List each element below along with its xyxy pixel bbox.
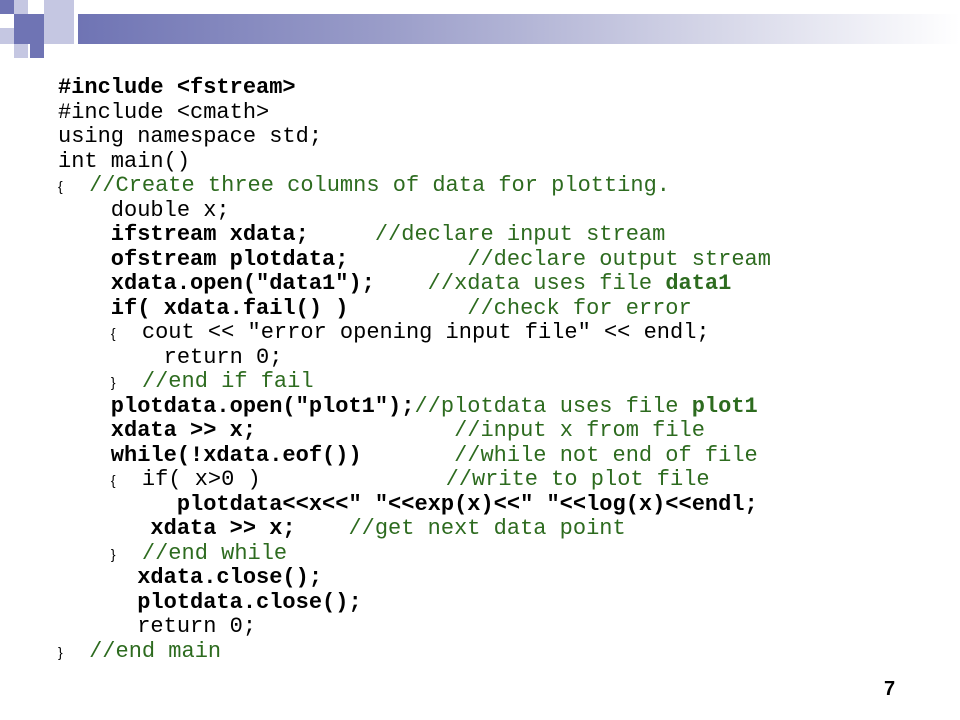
code-comment: //declare input stream (308, 222, 666, 247)
decor-square-6 (0, 28, 14, 44)
code-text: if( xdata.fail() ) (58, 295, 349, 321)
code-text: #include <fstream> (58, 75, 296, 100)
code-line: using namespace std; (58, 124, 771, 150)
code-line: xdata >> x; //get next data point (58, 516, 771, 542)
code-comment: //xdata uses file (374, 271, 666, 296)
code-line: xdata.open("data1"); //xdata uses file d… (58, 271, 771, 297)
code-comment: //get next data point (295, 516, 626, 541)
code-text: plotdata.open("plot1"); (58, 393, 415, 419)
code-comment: //check for error (348, 295, 692, 321)
code-comment: //end if fail (141, 369, 314, 394)
code-text: if( x>0 ) (115, 467, 261, 492)
code-line: { cout << "error opening input file" << … (58, 320, 771, 346)
code-line: } //end main (58, 638, 771, 665)
code-line: { if( x>0 ) //write to plot file (58, 467, 771, 493)
decor-square-7 (14, 44, 28, 58)
code-text: return 0; (58, 344, 283, 370)
decor-square-8 (30, 44, 44, 58)
code-text: xdata >> x; (58, 418, 257, 443)
code-text: double x; (58, 197, 230, 223)
code-text: xdata >> x; (58, 516, 296, 541)
code-text: ifstream xdata; (58, 222, 309, 247)
code-line: double x; (58, 197, 771, 224)
code-line: } //end if fail (58, 369, 771, 395)
decor-square-2 (14, 0, 28, 14)
code-line: ofstream plotdata; //declare output stre… (58, 246, 771, 273)
code-line: if( xdata.fail() ) //check for error (58, 295, 771, 322)
code-line: } //end while (58, 540, 771, 567)
code-line: return 0; (58, 344, 771, 371)
code-text: } (58, 643, 63, 660)
code-text: return 0; (58, 614, 257, 639)
code-text: ofstream plotdata; (58, 246, 349, 272)
code-text (58, 369, 111, 394)
code-text: { (110, 325, 116, 341)
code-text: { (110, 472, 116, 488)
code-comment: //end main (62, 638, 222, 664)
code-line: { //Create three columns of data for plo… (58, 173, 771, 199)
decor-square-5 (44, 14, 74, 44)
code-text (58, 541, 111, 566)
code-comment: //Create three columns of data for plott… (62, 173, 670, 198)
code-text (116, 541, 142, 566)
code-line: int main() (58, 148, 771, 175)
code-text: #include <cmath> (58, 99, 270, 125)
code-comment: //write to plot file (260, 467, 710, 492)
code-block: #include <fstream>#include <cmath>using … (58, 75, 771, 665)
code-text (58, 320, 111, 345)
code-line: return 0; (58, 614, 771, 640)
code-line: plotdata<<x<<" "<<exp(x)<<" "<<log(x)<<e… (58, 491, 771, 518)
page-number: 7 (884, 678, 896, 700)
code-comment: //input x from file (256, 418, 705, 443)
code-line: #include <fstream> (58, 75, 771, 101)
code-line: plotdata.open("plot1");//plotdata uses f… (58, 393, 771, 420)
code-text (58, 467, 111, 492)
decor-square-3 (44, 0, 74, 14)
code-comment: //plotdata uses file (414, 393, 692, 419)
code-text: { (58, 178, 63, 194)
code-text: plotdata.close(); (58, 589, 362, 615)
code-text: cout << "error opening input file" << en… (115, 320, 710, 345)
code-text: using namespace std; (58, 124, 323, 149)
code-text: plotdata<<x<<" "<<exp(x)<<" "<<log(x)<<e… (58, 491, 758, 517)
code-text: } (110, 374, 116, 390)
code-line: xdata.close(); (58, 565, 771, 591)
code-text: while(!xdata.eof()) (58, 442, 362, 468)
code-text: xdata.close(); (58, 565, 323, 590)
decor-square-4 (14, 14, 44, 44)
code-comment: data1 (665, 271, 732, 296)
code-comment: //while not end of file (361, 442, 758, 468)
code-comment: //declare output stream (348, 246, 771, 272)
decor-square-1 (0, 0, 14, 14)
code-text: } (110, 545, 116, 562)
code-line: plotdata.close(); (58, 589, 771, 616)
code-text (116, 369, 142, 394)
code-comment: plot1 (691, 393, 758, 419)
header-gradient-bar (78, 14, 960, 44)
code-line: #include <cmath> (58, 99, 771, 126)
code-comment: //end while (141, 540, 288, 566)
code-line: xdata >> x; //input x from file (58, 418, 771, 444)
code-line: ifstream xdata; //declare input stream (58, 222, 771, 248)
code-text: xdata.open("data1"); (58, 271, 375, 296)
code-text: int main() (58, 148, 191, 174)
code-line: while(!xdata.eof()) //while not end of f… (58, 442, 771, 469)
